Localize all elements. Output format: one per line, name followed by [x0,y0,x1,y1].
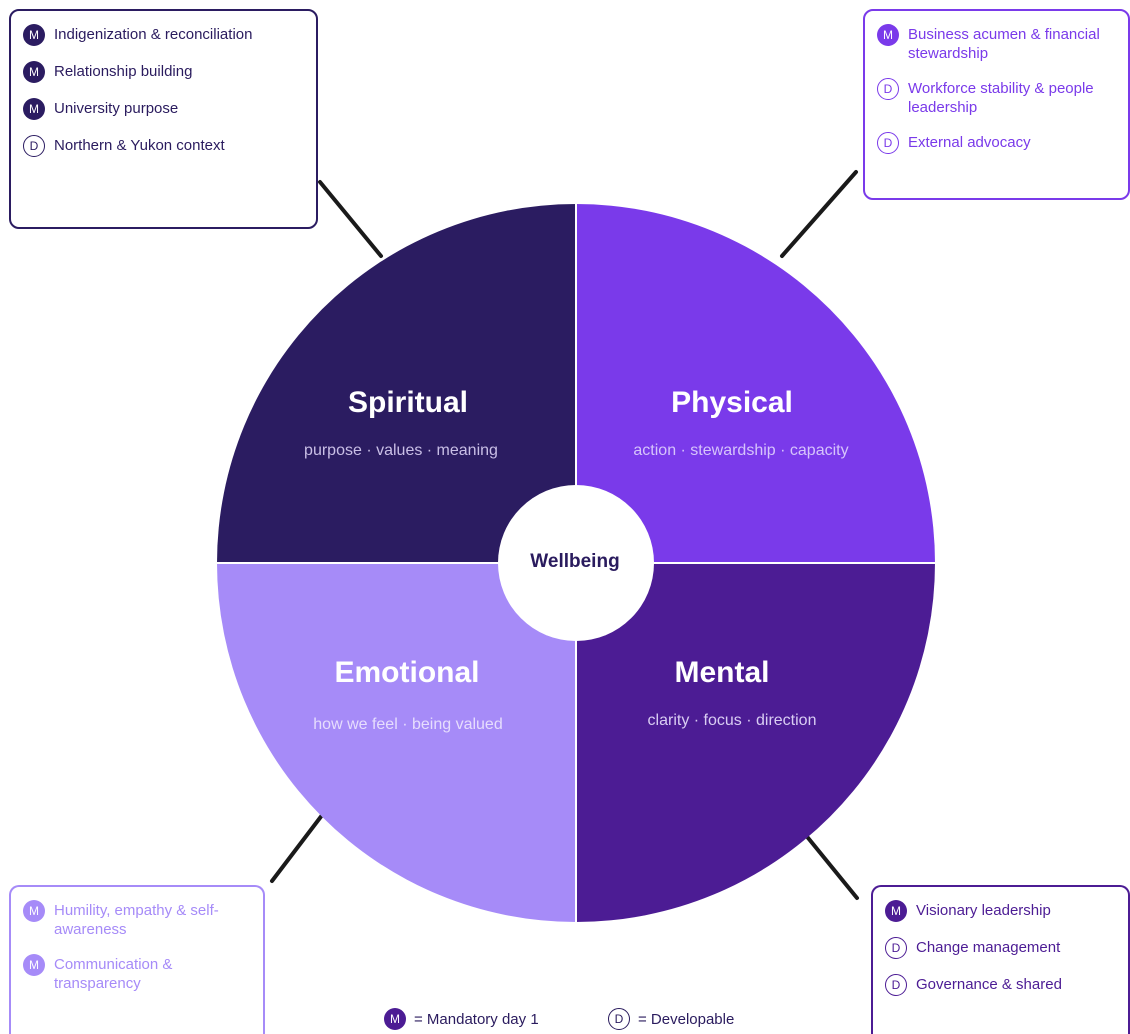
box-physical: M Business acumen & financial stewardshi… [863,9,1130,200]
legend-developable: D = Developable [608,1008,734,1030]
mandatory-badge: M [23,24,45,46]
item-label: Relationship building [54,63,193,80]
legend-mandatory-text: = Mandatory day 1 [414,1010,539,1028]
box-emotional: M Humility, empathy & self-awareness M C… [9,885,265,1034]
list-item: M Visionary leadership [885,900,1116,922]
developable-badge: D [877,132,899,154]
quadrant-subtitle-mental: clarity · focus · direction [647,712,817,729]
mandatory-badge: M [23,61,45,83]
item-label: University purpose [54,100,179,117]
item-label: Indigenization & reconciliation [54,26,253,43]
list-item: M University purpose [23,98,304,120]
connector-emotional [270,804,331,883]
developable-badge: D [885,974,907,996]
legend-developable-badge: D [608,1008,630,1030]
quadrant-title-spiritual: Spiritual [347,386,468,419]
quadrant-subtitle-emotional: how we feel · being valued [313,716,503,733]
connector-spiritual [318,180,383,258]
list-item: D Northern & Yukon context [23,135,304,157]
quadrant-title-physical: Physical [671,386,793,419]
quadrant-title-mental: Mental [674,656,770,689]
legend-mandatory: M = Mandatory day 1 [384,1008,539,1030]
connector-physical [780,170,858,258]
list-item: D External advocacy [877,132,1116,154]
quadrant-subtitle-spiritual: purpose · values · meaning [304,442,498,459]
mandatory-badge: M [23,954,45,976]
quadrant-mental [576,563,935,922]
item-label: Visionary leadership [916,902,1051,919]
developable-badge: D [877,78,899,100]
list-item: M Humility, empathy & self-awareness [23,900,251,939]
item-label: Communication & transparency [54,956,173,992]
list-item: D Workforce stability & people leadershi… [877,78,1116,117]
quadrant-emotional [217,563,576,922]
quadrant-spiritual [217,204,576,563]
mandatory-badge: M [23,900,45,922]
center-circle [498,485,654,641]
item-label: Humility, empathy & self-awareness [54,902,219,938]
list-item: D Change management [885,937,1116,959]
box-spiritual: M Indigenization & reconciliation M Rela… [9,9,318,229]
item-label: Change management [916,939,1061,956]
item-label: External advocacy [908,134,1031,151]
list-item: M Communication & transparency [23,954,251,993]
mandatory-badge: M [23,98,45,120]
list-item: D Governance & shared [885,974,1116,996]
developable-badge: D [885,937,907,959]
quadrant-subtitle-physical: action · stewardship · capacity [633,442,849,459]
developable-badge: D [23,135,45,157]
mandatory-badge: M [885,900,907,922]
box-mental: M Visionary leadership D Change manageme… [871,885,1130,1034]
list-item: M Relationship building [23,61,304,83]
item-label: Business acumen & financial stewardship [908,26,1100,62]
item-label: Northern & Yukon context [54,137,225,154]
quadrant-physical [576,204,935,563]
list-item: M Business acumen & financial stewardshi… [877,24,1116,63]
item-label: Governance & shared [916,976,1062,993]
legend-developable-text: = Developable [638,1010,735,1028]
mandatory-badge: M [877,24,899,46]
list-item: M Indigenization & reconciliation [23,24,304,46]
item-label: Workforce stability & people leadership [908,80,1094,116]
quadrant-title-emotional: Emotional [334,656,480,689]
connector-mental [798,826,859,900]
legend-mandatory-badge: M [384,1008,406,1030]
center-label: Wellbeing [530,551,620,572]
